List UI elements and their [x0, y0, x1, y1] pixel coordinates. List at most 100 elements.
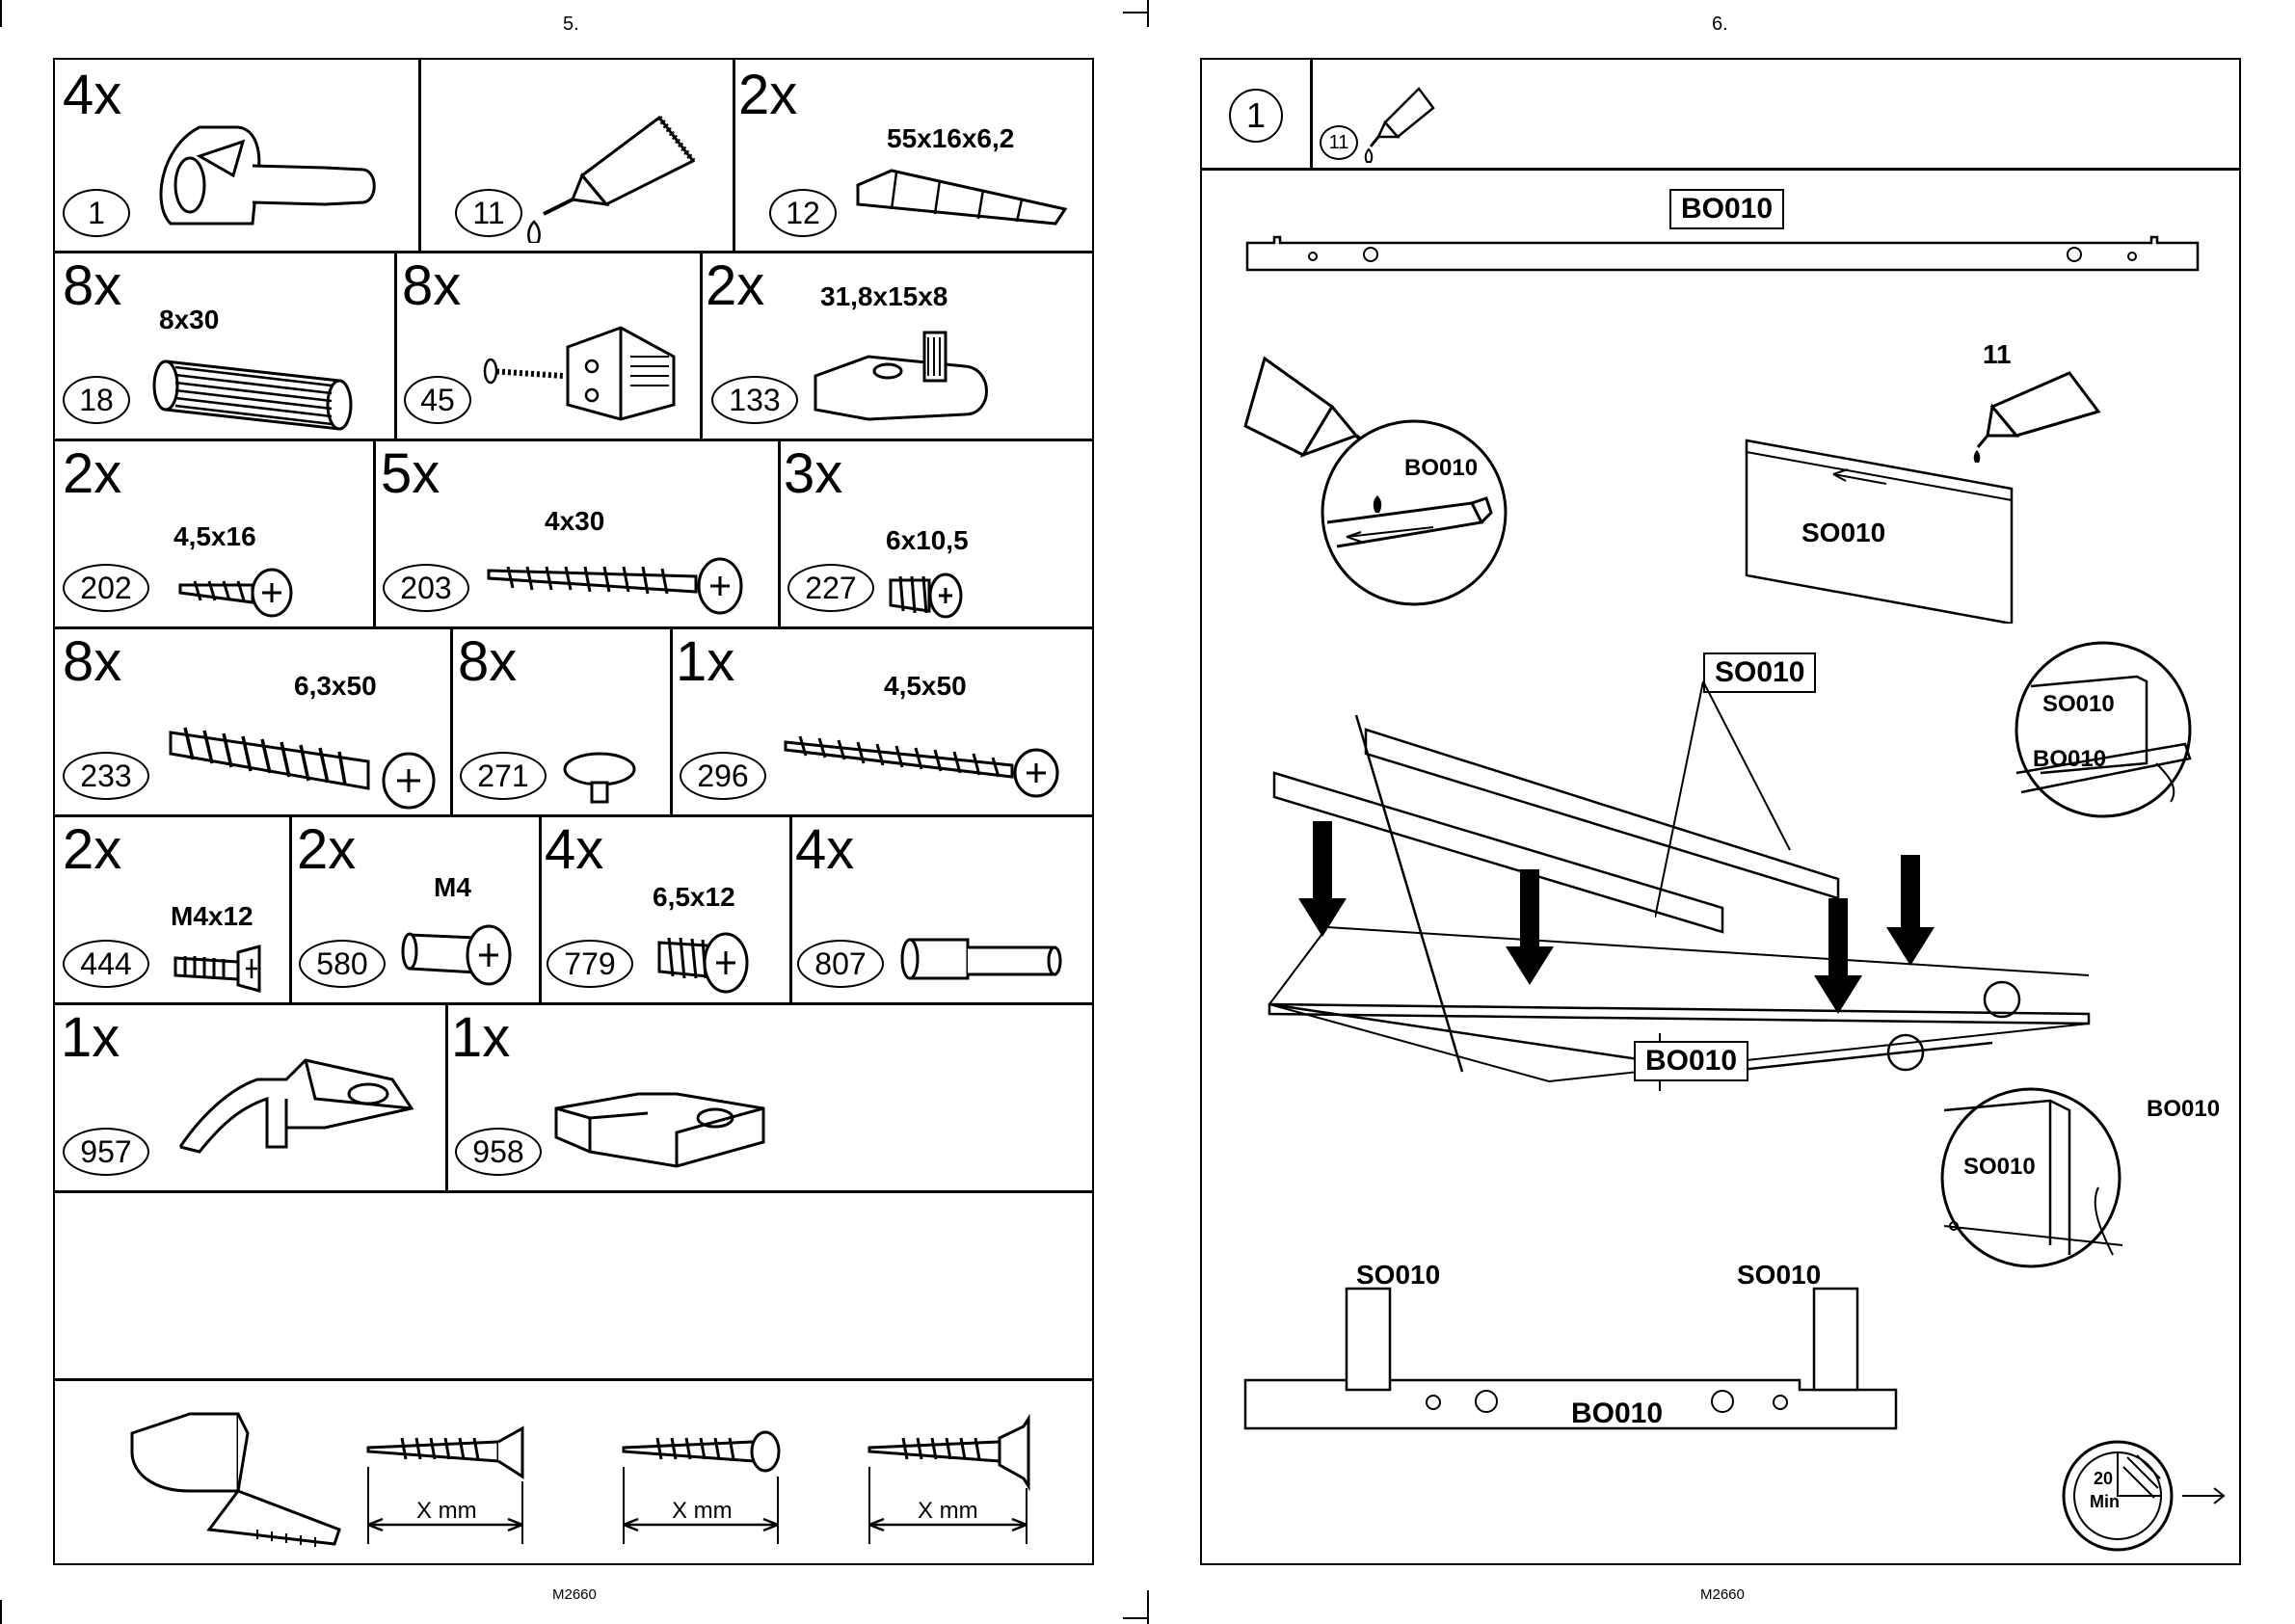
crop-mark: [0, 1600, 2, 1624]
cross-section-drawing: [1243, 1287, 1898, 1430]
wooden-dowel-illustration: [152, 359, 353, 431]
part-quantity: 8x: [402, 254, 462, 317]
side-panel-drawing: [1745, 439, 2014, 624]
part-id-badge: 203: [383, 564, 469, 612]
detail-zoom-glue: [1321, 419, 1508, 606]
part-quantity: 1x: [451, 1006, 511, 1069]
part-quantity: 4x: [795, 818, 855, 881]
cover-cap-illustration: [563, 752, 636, 804]
part-id-badge: 957: [63, 1128, 149, 1176]
part-label-zoom: BO010: [2147, 1096, 2221, 1122]
wall-bracket-illustration: [178, 1058, 414, 1154]
long-screw-illustration: [169, 727, 436, 810]
clock-icon: [2062, 1440, 2174, 1552]
required-part-badge: 11: [1320, 125, 1358, 160]
part-dimension: 6x10,5: [886, 525, 969, 555]
timer-value: 20: [2094, 1469, 2114, 1488]
countersunk-screw-measure-illustration: [366, 1425, 524, 1544]
shelf-pin-illustration: [900, 938, 1062, 980]
part-cell: 4x 1: [55, 60, 418, 251]
part-quantity: 2x: [63, 818, 122, 881]
part-quantity: 4x: [63, 64, 122, 126]
glue-tube-icon: [1973, 371, 2101, 463]
part-quantity: 3x: [784, 442, 843, 505]
part-label-zoom: SO010: [2042, 691, 2115, 717]
flat-head-screw-measure-illustration: [867, 1413, 1030, 1544]
screw-illustration: [784, 735, 1059, 798]
assembly-step-panel: 1 11 BO010 BO010 11: [1200, 58, 2241, 1565]
part-cell: 11: [418, 60, 733, 251]
cam-lock-illustration: [159, 125, 376, 226]
part-dimension: M4: [434, 872, 471, 902]
part-dimension: 55x16x6,2: [887, 123, 1015, 153]
round-head-screw-measure-illustration: [622, 1430, 781, 1544]
part-dimension: 4,5x50: [884, 671, 967, 701]
part-quantity: 1x: [61, 1006, 120, 1069]
part-id-badge: 12: [769, 189, 837, 237]
part-cell: 8x 271: [450, 626, 670, 814]
part-quantity: 1x: [676, 630, 735, 693]
part-quantity: 8x: [63, 254, 122, 317]
length-label: X mm: [416, 1498, 477, 1524]
hanging-plate-illustration: [554, 1092, 765, 1168]
part-label-zoom: SO010: [1963, 1154, 2036, 1180]
part-id-badge: 202: [63, 564, 149, 612]
part-cell: 1x 4,5x50 296: [670, 626, 1092, 814]
part-dimension: 4,5x16: [173, 521, 256, 551]
part-id-badge: 133: [711, 376, 798, 424]
part-cell: 4x 6,5x12 779: [539, 814, 789, 1002]
part-id-badge: 807: [797, 940, 884, 988]
part-cell: 8x 6,3x50 233: [55, 626, 450, 814]
part-quantity: 2x: [63, 442, 122, 505]
part-dimension: 31,8x15x8: [820, 281, 948, 311]
short-wide-screw-illustration: [657, 932, 749, 994]
shelf-support-illustration: [814, 331, 988, 421]
part-id-badge: 444: [63, 940, 149, 988]
part-cell: 1x 958: [445, 1002, 1092, 1190]
part-quantity: 2x: [297, 818, 357, 881]
wood-screw-illustration: [487, 557, 743, 615]
part-quantity: 5x: [381, 442, 440, 505]
part-label-section: SO010: [1356, 1260, 1441, 1290]
document-code-left: M2660: [552, 1586, 597, 1603]
part-cell: 5x 4x30 203: [373, 439, 778, 626]
part-id-badge: 779: [547, 940, 633, 988]
next-page-arrow-icon: [2182, 1487, 2226, 1504]
part-dimension: 6,3x50: [294, 671, 377, 701]
length-label: X mm: [672, 1498, 733, 1524]
part-label-zoom: BO010: [2033, 746, 2107, 772]
label-leader-lines: [1655, 680, 1791, 918]
screw-length-gauge-illustration: [130, 1412, 341, 1547]
part-cell: 2x 31,8x15x8 133: [700, 251, 1092, 439]
part-label-section: BO010: [1571, 1398, 1664, 1429]
glue-tube-icon: [1243, 356, 1382, 458]
glue-tube-icon: [1364, 87, 1435, 163]
part-dimension: 6,5x12: [653, 882, 735, 912]
part-label-section: SO010: [1737, 1260, 1822, 1290]
part-id-badge: 1: [63, 189, 130, 237]
length-label: X mm: [918, 1498, 978, 1524]
part-cell: 2x M4x12 444: [55, 814, 289, 1002]
part-quantity: 8x: [458, 630, 518, 693]
part-cell: 3x 6x10,5 227: [778, 439, 1092, 626]
part-id-badge: 958: [455, 1128, 542, 1176]
part-cell: 2x M4 580: [289, 814, 539, 1002]
wedge-shim-illustration: [856, 169, 1068, 226]
crop-mark: [0, 0, 2, 27]
part-quantity: 4x: [545, 818, 604, 881]
part-cell: 4x 807: [789, 814, 1092, 1002]
corner-bracket-illustration: [483, 326, 676, 421]
detail-zoom-right: [2015, 641, 2192, 818]
part-quantity: 2x: [706, 254, 765, 317]
part-dimension: 4x30: [545, 506, 605, 536]
part-id-badge: 11: [455, 189, 522, 237]
timer-unit: Min: [2090, 1492, 2120, 1511]
part-id-badge: 227: [787, 564, 874, 612]
euro-screw-illustration: [889, 572, 963, 619]
part-cell: 8x 45: [394, 251, 700, 439]
short-screw-illustration: [178, 568, 293, 618]
part-id-badge: 18: [63, 376, 130, 424]
page-number-right: 6.: [1712, 13, 1728, 35]
part-id-badge: 233: [63, 752, 149, 800]
machine-screw-illustration: [173, 945, 261, 993]
